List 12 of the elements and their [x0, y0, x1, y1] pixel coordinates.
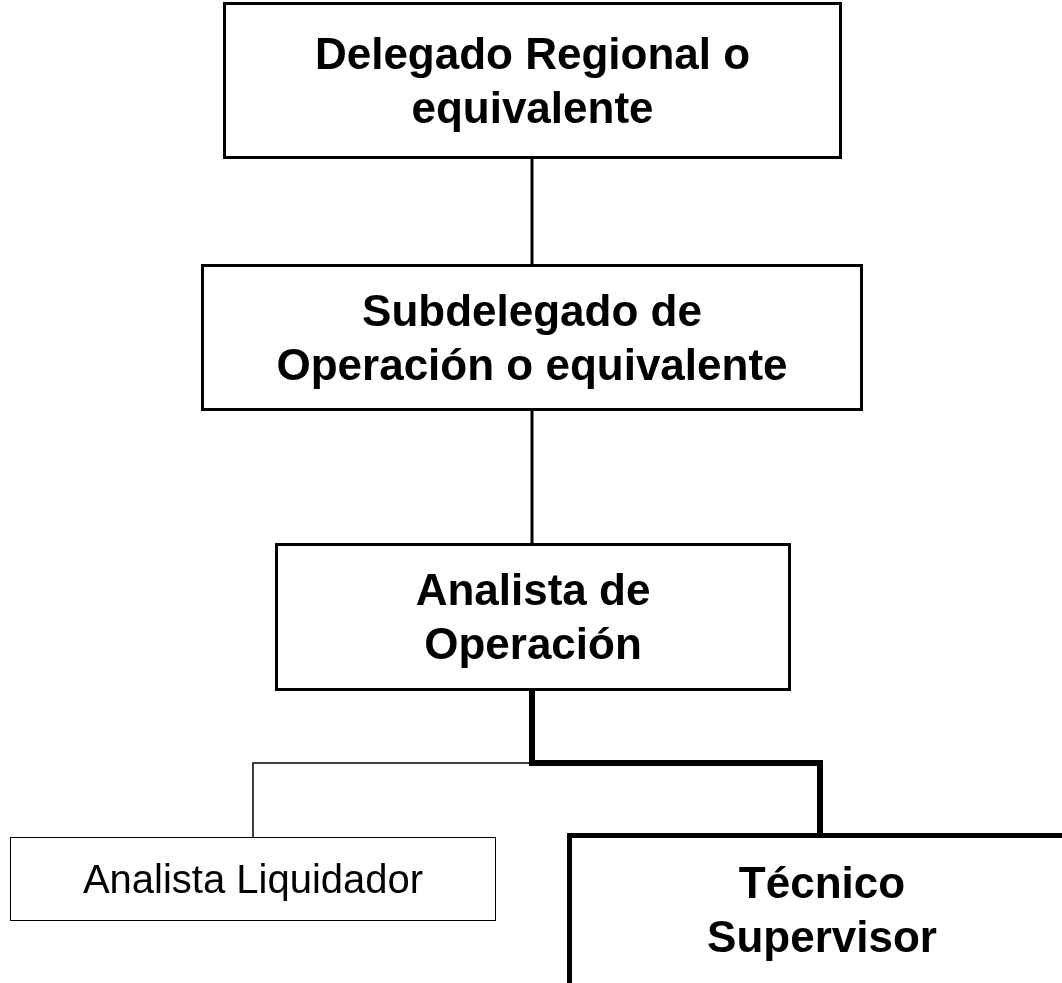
position-title: Analista de Operación	[414, 564, 652, 670]
connector-line	[530, 411, 534, 543]
position-title: Analista Liquidador	[82, 855, 424, 903]
position-box	[275, 543, 791, 691]
connector-line	[529, 691, 823, 833]
position-box	[201, 264, 863, 411]
position-box	[223, 2, 842, 159]
position-box	[10, 837, 496, 921]
position-title: Delegado Regional o equivalente	[313, 27, 752, 134]
position-title: Técnico Supervisor	[706, 857, 938, 963]
connector-line	[530, 159, 534, 264]
position-title: Subdelegado de Operación o equivalente	[275, 284, 789, 391]
